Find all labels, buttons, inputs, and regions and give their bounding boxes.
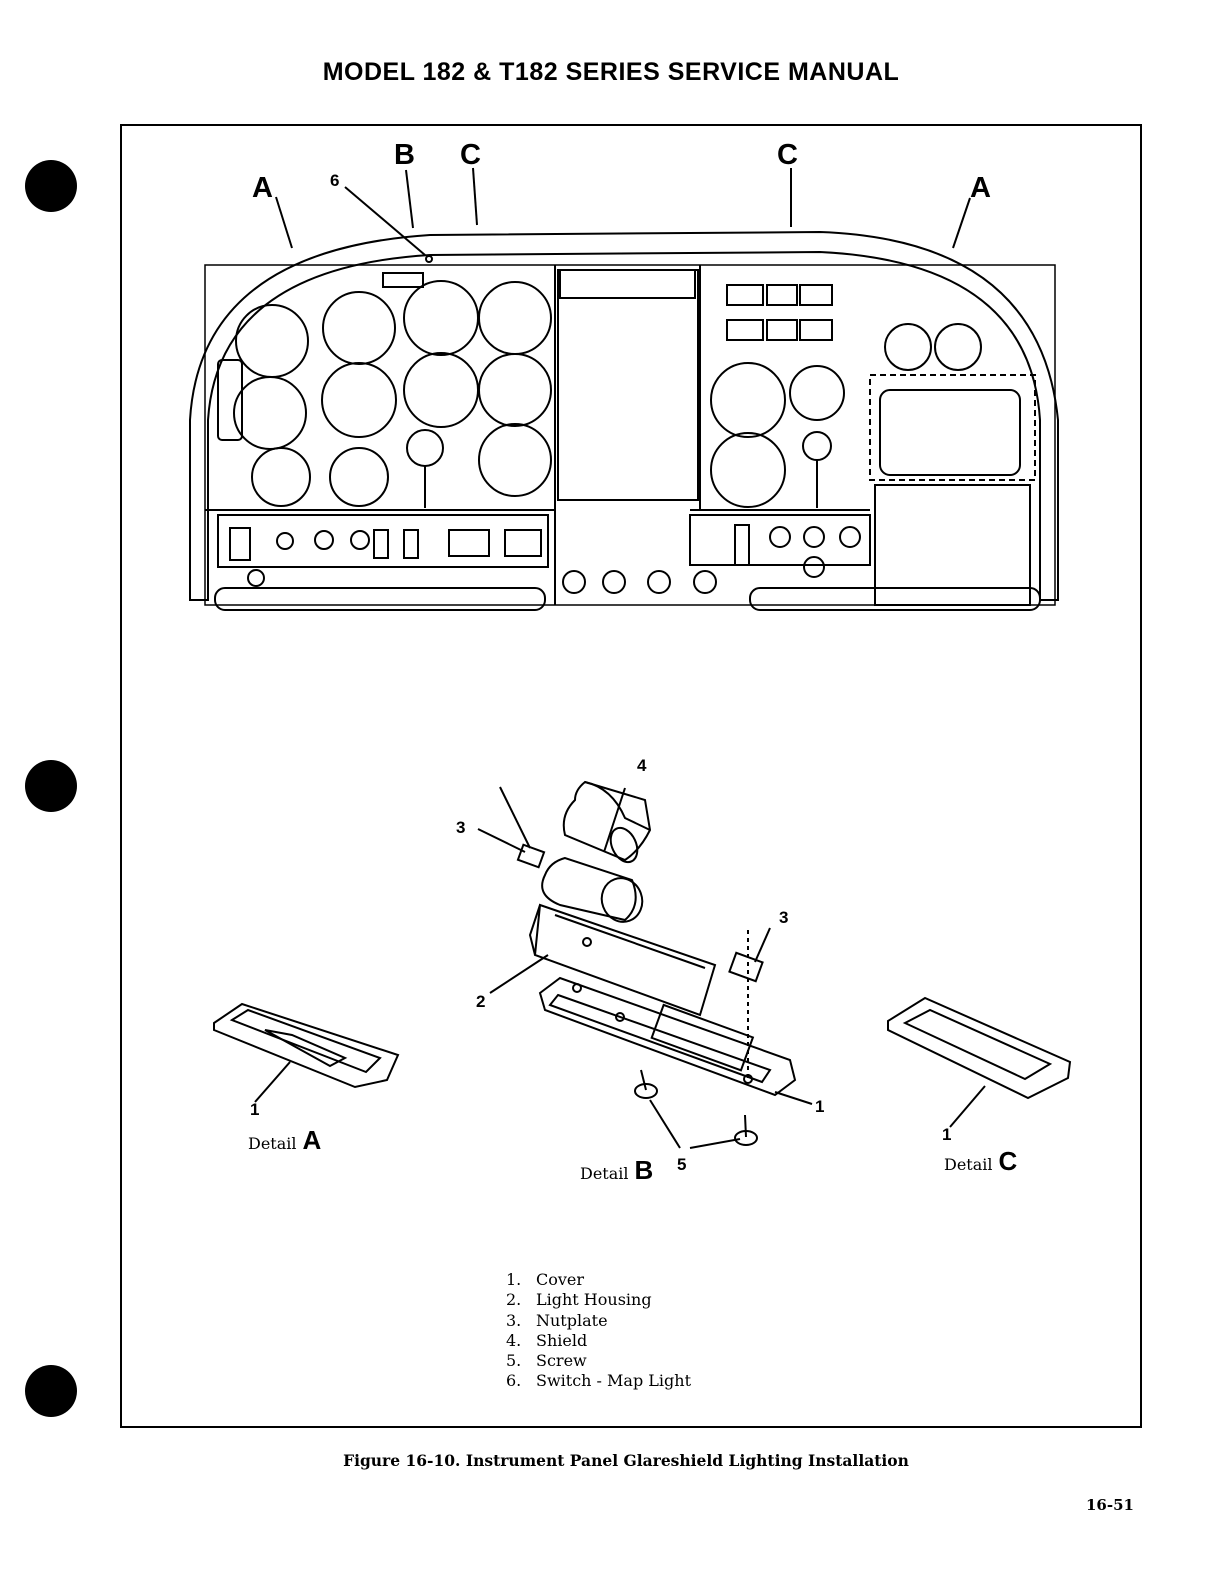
- view-letter-b: B: [394, 139, 415, 171]
- callout-nutplate-right: 3: [779, 908, 788, 927]
- view-letter-c-right: C: [777, 139, 798, 171]
- legend-item: 5.Screw: [506, 1351, 587, 1371]
- detail-b-letter: B: [634, 1155, 654, 1185]
- figure-caption: Figure 16-10. Instrument Panel Glareshie…: [343, 1451, 909, 1470]
- view-letter-a-right: A: [970, 172, 991, 204]
- detail-c-letter: C: [998, 1146, 1018, 1176]
- legend-item: 2.Light Housing: [506, 1290, 652, 1310]
- detail-c-label: Detail C: [944, 1146, 1017, 1177]
- legend-item: 1.Cover: [506, 1270, 585, 1289]
- callout-housing: 2: [476, 992, 485, 1011]
- legend-item: 4.Shield: [506, 1330, 588, 1350]
- view-letter-a-left: A: [252, 172, 273, 204]
- detail-c-callout: 1: [942, 1125, 952, 1144]
- figure-frame: [120, 124, 1142, 1428]
- detail-a-label-text: Detail: [248, 1134, 297, 1153]
- detail-c-cover: [887, 996, 1072, 1128]
- legend-item: 6.Switch - Map Light: [506, 1371, 692, 1391]
- detail-a-letter: A: [302, 1125, 322, 1155]
- callout-nutplate-left: 3: [456, 818, 465, 837]
- binder-hole-middle: [25, 760, 77, 812]
- binder-hole-bottom: [25, 1365, 77, 1417]
- detail-c-label-text: Detail: [944, 1155, 993, 1174]
- binder-hole-top: [25, 160, 77, 212]
- detail-a-callout: 1: [250, 1100, 260, 1119]
- detail-b-label: Detail B: [580, 1155, 653, 1186]
- callout-screw: 5: [677, 1155, 686, 1174]
- page-header-title: MODEL 182 & T182 SERIES SERVICE MANUAL: [322, 58, 900, 86]
- detail-b-assembly: [477, 780, 813, 1149]
- legend-item: 3.Nutplate: [506, 1310, 608, 1330]
- detail-a-cover: [213, 1002, 400, 1103]
- view-letter-c-left: C: [460, 139, 481, 171]
- detail-b-label-text: Detail: [580, 1164, 629, 1183]
- parts-legend: 1.Cover 2.Light Housing 3.Nutplate 4.Shi…: [506, 1270, 691, 1392]
- detail-a-label: Detail A: [248, 1125, 321, 1156]
- page-number: 16-51: [1086, 1496, 1134, 1514]
- callout-shield: 4: [637, 756, 647, 775]
- callout-switch: 6: [330, 171, 339, 190]
- callout-cover: 1: [815, 1097, 824, 1116]
